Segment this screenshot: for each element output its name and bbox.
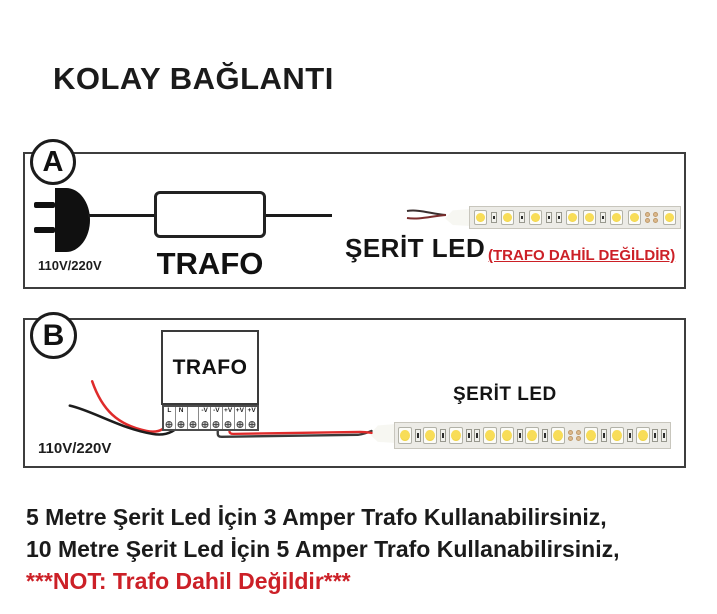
led-chip-icon [662,210,676,225]
solder-pads-icon [568,428,582,443]
resistor-chip-icon [545,212,552,223]
badge-a: A [30,139,76,185]
resistor-chip-icon [465,429,472,442]
resistor-chip-icon [440,429,447,442]
serit-led-label: ŞERİT LED [345,233,486,263]
voltage-label: 110V/220V [38,440,112,457]
wire [88,214,155,217]
resistor-chip-icon [601,429,608,442]
led-chip-icon [610,210,624,225]
terminal-cell: +V [245,407,257,429]
resistor-chip-icon [626,429,633,442]
trafo-label: TRAFO [156,246,264,281]
trafo-label: TRAFO [172,355,248,379]
page-title: KOLAY BAĞLANTI [53,61,334,96]
terminal-screw-icon [236,421,244,428]
panel-a: A TRAFO 110V/220V ŞERİT LED (TRAFO DAHİL… [23,139,686,289]
led-chip-icon [397,427,412,444]
led-strip [394,422,671,449]
terminal-screw-icon [224,421,232,428]
led-chip-icon [635,427,650,444]
resistor-chip-icon [661,429,668,442]
footer-line-3: ***NOT: Trafo Dahil Değildir*** [26,568,351,594]
plug-icon [34,202,55,208]
resistor-chip-icon [491,212,498,223]
plug-icon [34,227,55,233]
terminal-cell [186,407,199,429]
led-chip-icon [483,427,498,444]
terminal-screw-icon [248,421,256,428]
terminal-screw-icon [189,421,197,428]
led-chip-icon [474,210,488,225]
terminal-cell: L [164,407,175,429]
solder-pads-icon [645,210,659,225]
resistor-chip-icon [542,429,549,442]
led-chip-icon [550,427,565,444]
led-chip-icon [501,210,515,225]
led-chip-icon [528,210,542,225]
terminal-label: +V [224,407,233,414]
led-chip-icon [525,427,540,444]
strip-lead-wires-icon [406,209,447,220]
terminal-label: L [167,407,172,414]
terminal-cell: +V [233,407,246,429]
terminal-label: N [178,407,184,414]
led-chip-icon [627,210,641,225]
trafo-box [154,191,266,238]
terminal-cell: -V [210,407,222,429]
terminal-label: -V [201,407,208,414]
terminal-label: +V [247,407,256,414]
led-chip-icon [423,427,438,444]
serit-led-label: ŞERİT LED [453,384,557,405]
voltage-label: 110V/220V [38,258,102,273]
led-chip-icon [584,427,599,444]
resistor-chip-icon [652,429,659,442]
plug-icon [62,188,90,252]
terminal-screw-icon [165,421,173,428]
terminal-screw-icon [201,421,209,428]
resistor-chip-icon [600,212,607,223]
terminal-cell: -V [198,407,210,429]
terminal-screw-icon [212,421,220,428]
trafo-box: TRAFO [161,330,259,405]
terminal-cell: N [174,407,187,429]
led-chip-icon [583,210,597,225]
wire [266,214,332,217]
terminal-screw-icon [177,421,185,428]
led-chip-icon [448,427,463,444]
resistor-chip-icon [518,212,525,223]
footer-notes: 5 Metre Şerit Led İçin 3 Amper Trafo Kul… [26,501,619,597]
footer-line-1: 5 Metre Şerit Led İçin 3 Amper Trafo Kul… [26,504,607,530]
led-chip-icon [610,427,625,444]
strip-connector [370,424,396,443]
trafo-note: (TRAFO DAHİL DEĞİLDİR) [488,247,676,264]
strip-connector [445,209,471,226]
resistor-chip-icon [414,429,421,442]
led-strip [469,206,681,229]
led-chip-icon [566,210,579,225]
plug-icon [55,188,62,252]
footer-line-2: 10 Metre Şerit Led İçin 5 Amper Trafo Ku… [26,536,620,562]
resistor-chip-icon [555,212,562,223]
terminal-label: +V [235,407,244,414]
led-chip-icon [499,427,514,444]
badge-b: B [30,312,77,359]
terminal-label: -V [213,407,220,414]
terminal-cell: +V [221,407,234,429]
resistor-chip-icon [474,429,481,442]
resistor-chip-icon [516,429,523,442]
